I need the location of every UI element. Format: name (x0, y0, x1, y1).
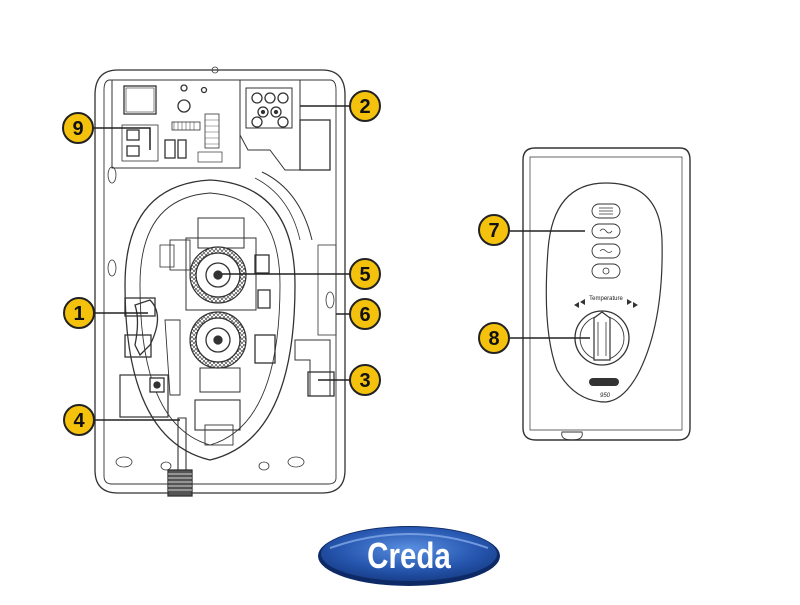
creda-logo: Creda (318, 526, 500, 586)
svg-text:2: 2 (359, 96, 370, 118)
callout-3: 3 (349, 364, 381, 396)
svg-text:1: 1 (73, 303, 84, 325)
model-label: 950 (600, 393, 611, 399)
flow-valve-gears (159, 217, 276, 446)
mode-button-eco[interactable] (591, 223, 621, 239)
heater-tank (124, 171, 313, 461)
cover-outline (522, 147, 691, 441)
callout-9: 9 (62, 112, 94, 144)
internal-unit (94, 66, 346, 497)
callout-7: 7 (478, 214, 510, 246)
callouts: 9 2 5 1 6 3 4 7 (62, 90, 510, 436)
svg-text:3: 3 (359, 370, 370, 392)
pcb-board (111, 66, 241, 169)
callout-8: 8 (478, 322, 510, 354)
front-cover: Temperature 950 (522, 147, 691, 441)
terminal-block (239, 79, 331, 171)
svg-text:5: 5 (359, 264, 370, 286)
mode-buttons (591, 203, 621, 279)
svg-text:4: 4 (73, 410, 85, 432)
svg-text:6: 6 (359, 304, 370, 326)
brand-badge (589, 378, 619, 386)
callout-2: 2 (349, 90, 381, 122)
temperature-label: Temperature (589, 296, 623, 302)
mode-button-cold[interactable] (591, 243, 621, 259)
leader-lines (92, 105, 590, 421)
unit-casing (94, 69, 346, 494)
svg-text:9: 9 (72, 118, 83, 140)
brand-name: Creda (367, 535, 451, 575)
screw-holes (107, 166, 335, 471)
svg-text:8: 8 (488, 328, 499, 350)
callout-5: 5 (349, 258, 381, 290)
callout-6: 6 (349, 298, 381, 330)
outlet-pipe (167, 417, 193, 497)
mode-button-power[interactable] (591, 263, 621, 279)
mode-button-shower[interactable] (591, 203, 621, 219)
callout-4: 4 (63, 404, 95, 436)
left-components (119, 297, 181, 418)
outlet-right (294, 244, 337, 397)
control-panel-oval (545, 182, 663, 403)
svg-text:7: 7 (488, 220, 499, 242)
callout-1: 1 (63, 297, 95, 329)
